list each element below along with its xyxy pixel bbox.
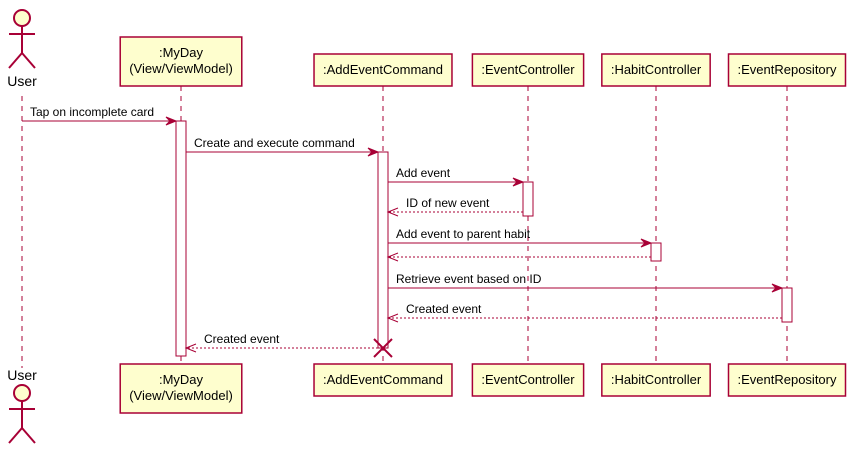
activation-habitctrl [650,242,662,262]
participant-label: :MyDay [159,372,204,387]
message-label: Tap on incomplete card [30,105,154,119]
message-label: ID of new event [406,196,490,210]
arrowhead [386,313,399,323]
message-3: ID of new event [386,196,523,217]
participant-label: (View/ViewModel) [129,388,233,403]
destroy-marker-icon [373,338,393,358]
message-label: Add event to parent habit [396,227,531,241]
participant-label: :MyDay [159,45,204,60]
actor-label: User [7,367,37,383]
message-label: Create and execute command [194,136,355,150]
actor-figure-icon [8,9,36,69]
participant-addevent-bottom: :AddEventCommand [313,363,453,397]
message-2: Add event [388,166,525,187]
activation-bars [175,120,793,357]
message-8: Created event [184,332,378,353]
participant-label: :HabitController [611,62,702,77]
message-1: Create and execute command [186,136,380,157]
actor-user-top: User [7,9,37,89]
activation-myday [175,120,187,357]
actor-user-bottom: User [7,367,37,444]
participant-label: :AddEventCommand [323,372,443,387]
participant-habitctrl-top: :HabitController [601,53,711,87]
participant-label: :EventController [481,372,575,387]
participant-box [601,363,711,397]
arrowhead [367,147,380,157]
participant-eventrepo-bottom: :EventRepository [727,363,847,397]
activation-eventrepo [781,287,793,323]
participant-box [313,53,453,87]
arrowhead [184,343,197,353]
arrowhead [386,207,399,217]
participant-box [119,36,243,87]
participant-label: :EventRepository [738,62,837,77]
participant-label: :EventRepository [738,372,837,387]
actor-figure-icon [8,384,36,444]
message-label: Created event [204,332,280,346]
participant-box [471,53,585,87]
participant-myday-top: :MyDay(View/ViewModel) [119,36,243,87]
arrowhead [640,238,653,248]
arrowhead [512,177,525,187]
participant-label: :AddEventCommand [323,62,443,77]
message-5 [386,252,651,262]
message-0: Tap on incomplete card [22,105,178,126]
participant-habitctrl-bottom: :HabitController [601,363,711,397]
participant-eventctrl-top: :EventController [471,53,585,87]
participant-box [727,363,847,397]
participant-box [471,363,585,397]
participant-eventctrl-bottom: :EventController [471,363,585,397]
activation-addevent [377,151,389,349]
participants: UserUser:MyDay(View/ViewModel):MyDay(Vie… [7,9,847,444]
participant-box [727,53,847,87]
arrowhead [771,283,784,293]
participant-label: :HabitController [611,372,702,387]
message-label: Created event [406,302,482,316]
activation-eventctrl [522,181,534,217]
participant-box [313,363,453,397]
message-7: Created event [386,302,782,323]
participant-myday-bottom: :MyDay(View/ViewModel) [119,363,243,414]
participant-box [601,53,711,87]
message-label: Retrieve event based on ID [396,272,542,286]
actor-label: User [7,73,37,89]
arrowhead [165,116,178,126]
participant-eventrepo-top: :EventRepository [727,53,847,87]
message-label: Add event [396,166,451,180]
message-4: Add event to parent habit [388,227,653,248]
message-6: Retrieve event based on ID [388,272,784,293]
participant-addevent-top: :AddEventCommand [313,53,453,87]
participant-label: :EventController [481,62,575,77]
participant-box [119,363,243,414]
arrowhead [386,252,399,262]
participant-label: (View/ViewModel) [129,61,233,76]
